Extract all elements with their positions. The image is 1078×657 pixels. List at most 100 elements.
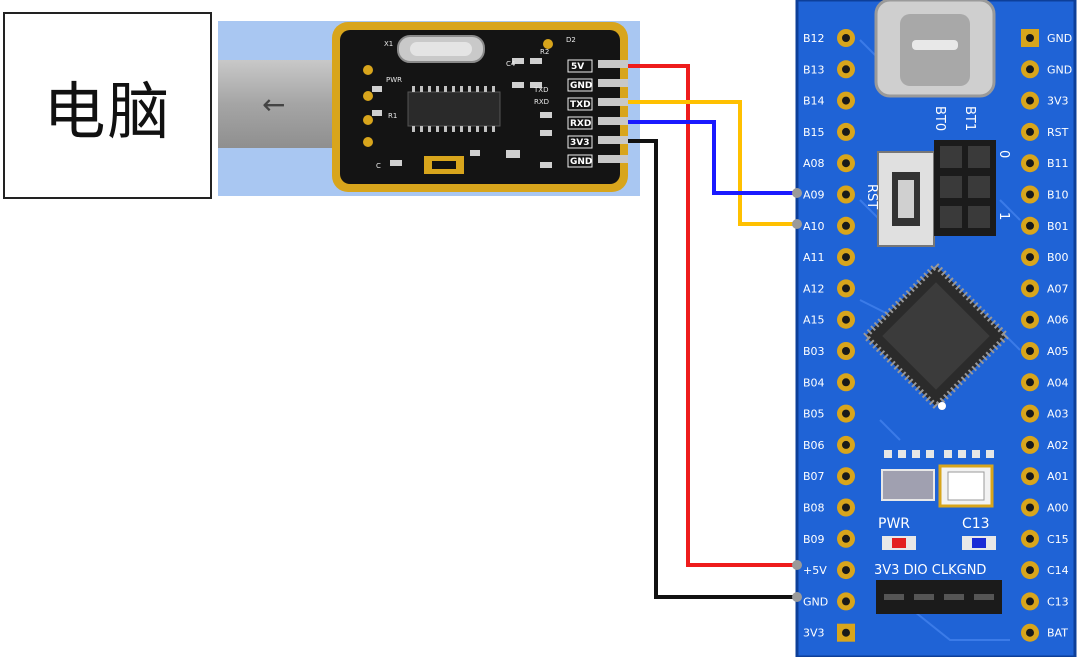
stm32-right-pin-label-1: GND: [1047, 63, 1072, 76]
stm32-left-pin-label-13: B06: [803, 439, 825, 452]
stm32-right-pin-label-7: B00: [1047, 251, 1069, 264]
stm32-left-pad-14-hole: [842, 472, 850, 481]
stm32-right-pin-label-8: A07: [1047, 282, 1069, 295]
usb-pin-label-txd: TXD: [570, 100, 591, 110]
stm32-left-pin-label-18: GND: [803, 595, 828, 608]
stm32-left-pin-label-15: B08: [803, 502, 825, 515]
stm32-right-pad-17-hole: [1026, 566, 1034, 575]
stm32-right-pin-label-18: C13: [1047, 595, 1069, 608]
stm32-right-pin-label-3: RST: [1047, 126, 1069, 139]
stm32-right-pin-label-13: A02: [1047, 439, 1069, 452]
stm32-left-pad-5-hole: [842, 190, 850, 199]
stm32-right-pad-6-hole: [1026, 221, 1034, 230]
stm32-left-pad-16-hole: [842, 534, 850, 543]
stm32-left-pad-17-hole: [842, 566, 850, 575]
stm32-right-pin-label-10: A05: [1047, 345, 1069, 358]
stm32-left-pad-7-hole: [842, 253, 850, 262]
usb-pin-label-gnd-2: GND: [570, 157, 592, 167]
stm32-left-pin-label-0: B12: [803, 32, 825, 45]
label-rst: RST: [864, 184, 879, 209]
stm32-left-pad-3-hole: [842, 127, 850, 136]
usb-ttl-module: X1 PWR C4 R2 D2 R1 C TXD RXD 5V GND TXD …: [332, 22, 628, 192]
stm32-right-pad-1-hole: [1026, 65, 1034, 74]
stm32-left-pad-12-hole: [842, 409, 850, 418]
label-bt0: BT0: [932, 106, 947, 131]
label-swd-header: 3V3 DIO CLKGND: [874, 563, 986, 578]
stm32-left-pin-label-2: B14: [803, 95, 825, 108]
stm32-right-pin-label-9: A06: [1047, 314, 1069, 327]
stm32-right-pin-label-6: B01: [1047, 220, 1069, 233]
stm32-right-pad-18-hole: [1026, 597, 1034, 606]
stm32-left-pad-13-hole: [842, 440, 850, 449]
stm32-right-pin-label-14: A01: [1047, 470, 1069, 483]
computer-label: 电脑: [43, 74, 172, 148]
stm32-left-pin-label-8: A12: [803, 282, 825, 295]
stm32-right-pin-label-11: A04: [1047, 376, 1069, 389]
wires: [628, 64, 797, 599]
stm32-left-pad-9-hole: [842, 315, 850, 324]
label-pwr-led: PWR: [878, 516, 910, 532]
stm32-right-pin-label-16: C15: [1047, 533, 1069, 546]
cable-arrow-icon: ←: [262, 88, 285, 121]
stm32-right-pin-label-12: A03: [1047, 408, 1069, 421]
stm32-left-pin-label-14: B07: [803, 470, 825, 483]
usb-pin-label-rxd: RXD: [570, 119, 591, 129]
stm32-right-pad-4-hole: [1026, 159, 1034, 168]
label-c4: C4: [506, 60, 516, 68]
label-boot-0: 0: [996, 150, 1011, 158]
wire-endpoints: [792, 188, 802, 602]
stm32-right-pin-label-0: GND: [1047, 32, 1072, 45]
stm32-left-pad-10-hole: [842, 347, 850, 355]
label-x1: X1: [384, 40, 393, 48]
stm32-left-pin-label-19: 3V3: [803, 627, 825, 640]
stm32-right-pin-label-2: 3V3: [1047, 95, 1069, 108]
stm32-left-pad-1-hole: [842, 65, 850, 74]
stm32-left-pin-label-1: B13: [803, 63, 825, 76]
stm32-left-pin-label-11: B04: [803, 376, 825, 389]
stm32-left-pad-15-hole: [842, 503, 850, 512]
stm32-right-pad-15-hole: [1026, 503, 1034, 512]
stm32-right-pin-label-15: A00: [1047, 502, 1069, 515]
stm32-left-pad-0-hole: [842, 34, 850, 42]
stm32-left-pad-2-hole: [842, 96, 850, 105]
stm32-left-pad-4-hole: [842, 159, 850, 168]
label-pwr: PWR: [386, 76, 402, 84]
label-c: C: [376, 162, 381, 170]
stm32-right-pad-11-hole: [1026, 378, 1034, 387]
stm32-right-pad-9-hole: [1026, 315, 1034, 324]
stm32-right-pad-16-hole: [1026, 534, 1034, 543]
label-d2: D2: [566, 36, 576, 44]
stm32-right-pad-12-hole: [1026, 409, 1034, 418]
stm32-right-pad-5-hole: [1026, 190, 1034, 199]
stm32-left-pin-label-16: B09: [803, 533, 825, 546]
stm32-right-pad-10-hole: [1026, 347, 1034, 355]
label-rxd-led: RXD: [534, 98, 549, 106]
stm32-left-pin-label-12: B05: [803, 408, 825, 421]
stm32-right-pad-3-hole: [1026, 127, 1034, 136]
stm32-right-pad-0-hole: [1026, 34, 1034, 42]
stm32-right-pad-14-hole: [1026, 472, 1034, 481]
label-boot-1: 1: [996, 212, 1011, 220]
stm32-right-pin-label-19: BAT: [1047, 627, 1068, 640]
usb-pin-label-gnd-1: GND: [570, 81, 592, 91]
stm32-right-pad-19-hole: [1026, 628, 1034, 637]
label-c13-led: C13: [962, 516, 990, 532]
stm32-right-pad-2-hole: [1026, 96, 1034, 105]
label-bt1: BT1: [962, 106, 977, 131]
stm32-left-pin-label-10: B03: [803, 345, 825, 358]
stm32-left-pin-label-5: A09: [803, 189, 825, 202]
stm32-left-pad-8-hole: [842, 284, 850, 293]
stm32-left-pin-label-7: A11: [803, 251, 825, 264]
label-r2: R2: [540, 48, 549, 56]
stm32-left-pad-11-hole: [842, 378, 850, 387]
stm32-left-pin-label-6: A10: [803, 220, 825, 233]
stm32-left-pin-label-3: B15: [803, 126, 825, 139]
usb-pin-label-5v: 5V: [571, 62, 584, 72]
stm32-left-pin-label-9: A15: [803, 314, 825, 327]
wire-5v: [628, 64, 797, 567]
stm32-right-pin-label-4: B11: [1047, 157, 1069, 170]
wire-rxd: [628, 120, 797, 195]
computer-box: 电脑: [3, 12, 212, 199]
stm32-right-pad-13-hole: [1026, 440, 1034, 449]
